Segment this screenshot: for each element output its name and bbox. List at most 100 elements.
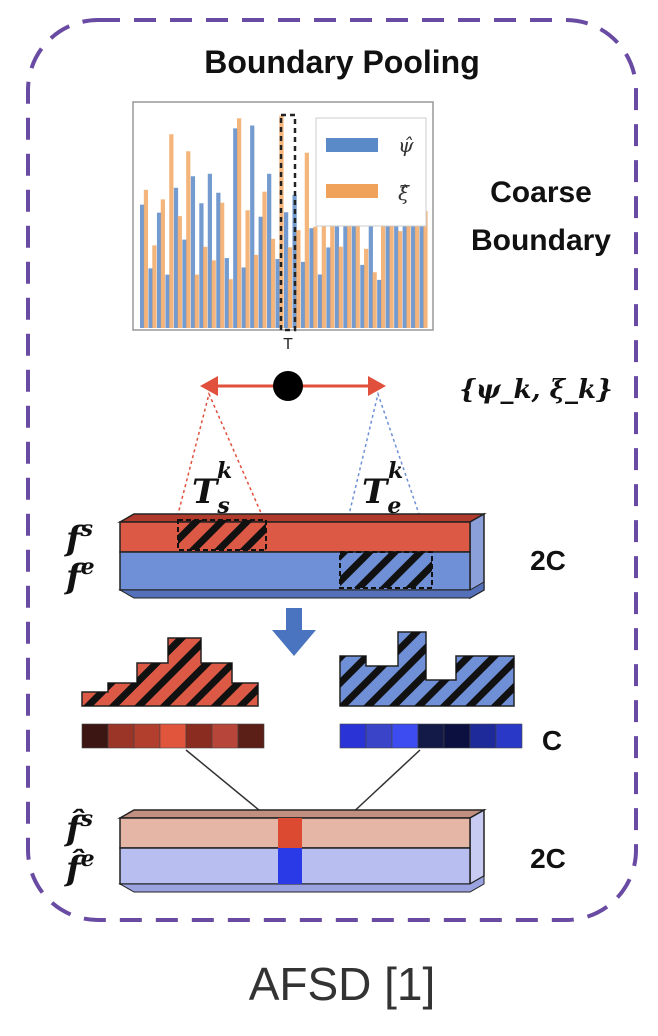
pooled-cell	[237, 723, 265, 749]
xi-bar	[143, 189, 149, 328]
xi-bar	[389, 174, 394, 328]
legend-box	[315, 117, 427, 227]
psi-bar	[233, 128, 238, 328]
chart-legend: ψ̂ ξ̂	[315, 117, 427, 227]
psi-bar	[411, 213, 416, 328]
psi-bar	[360, 264, 365, 328]
psi-bar	[402, 213, 407, 328]
psi-bar	[300, 261, 306, 328]
xi-bar	[355, 173, 360, 328]
feature-top-face	[117, 513, 487, 523]
coarse-label-line1: Coarse	[490, 176, 592, 209]
xi-bar	[262, 191, 267, 328]
start-pooled-histogram	[81, 637, 259, 707]
pooled-cell	[443, 723, 471, 749]
xi-bar	[211, 260, 216, 328]
psi-bar	[140, 204, 145, 328]
end-projection-lines	[339, 391, 433, 553]
pooled-cell	[81, 723, 109, 749]
coarse-boundary-chart: ψ̂ ξ̂ T	[132, 101, 434, 353]
xi-bar	[338, 246, 343, 328]
psi-bar	[292, 195, 297, 328]
psi-bar	[199, 203, 204, 328]
output-top-face	[117, 809, 487, 819]
xi-bar	[245, 210, 250, 328]
xi-bar	[347, 217, 352, 328]
anchor-dot	[273, 371, 303, 401]
start-pooled-strip	[81, 723, 265, 749]
psi-bar	[368, 211, 373, 328]
xi-bar	[313, 226, 318, 328]
xi-bar	[203, 246, 208, 328]
psi-bar	[224, 258, 229, 328]
xi-bar	[228, 279, 233, 328]
pooled-cell	[339, 723, 367, 749]
xi-bar	[177, 216, 182, 328]
pooled-cell	[133, 723, 161, 749]
xi-bar	[364, 248, 369, 328]
end-pooled-histogram	[339, 631, 515, 707]
psi-bar	[309, 228, 314, 328]
pooled-cell	[495, 723, 523, 749]
pooled-cell	[159, 723, 187, 749]
chart-bars	[140, 115, 428, 329]
arrow-right-head	[368, 376, 386, 396]
te-label: Te	[362, 472, 401, 519]
psi-bar	[182, 239, 187, 328]
xi-bar	[406, 201, 411, 328]
fe-hat-label: f̂e	[64, 846, 95, 889]
fused-end-cell	[278, 848, 302, 884]
xi-bar	[423, 211, 428, 328]
xi-bar	[380, 215, 386, 328]
feature-bottom-face	[118, 581, 485, 599]
te-sup: k	[388, 458, 403, 484]
anchor-tick-label: T	[283, 336, 293, 353]
xi-bar	[236, 118, 242, 328]
psi-bar	[241, 267, 246, 328]
xi-bar	[160, 199, 165, 328]
ts-sup: k	[217, 458, 232, 484]
psi-bar	[284, 212, 289, 328]
psi-bar	[207, 173, 212, 328]
arrow-left-head	[200, 376, 218, 396]
psi-bar	[190, 176, 196, 328]
fe-label: fe	[64, 554, 95, 597]
xi-bar	[186, 151, 191, 328]
xi-bar	[287, 247, 293, 328]
figure-caption: AFSD [1]	[249, 958, 436, 1010]
psi-bar	[173, 187, 179, 328]
xi-bar	[194, 274, 199, 328]
psi-bar	[267, 173, 272, 328]
pooled-cell	[391, 723, 419, 749]
psi-bar	[351, 158, 356, 328]
psi-bar	[343, 185, 348, 328]
diagram-title: Boundary Pooling	[204, 44, 480, 80]
coarse-label-line2: Boundary	[471, 224, 611, 257]
psi-bar	[258, 216, 263, 328]
output-side-face	[469, 808, 485, 886]
psi-bar	[216, 192, 221, 328]
psi-bar	[275, 259, 280, 328]
end-pooled-strip	[339, 723, 523, 749]
pooled-cell	[417, 723, 445, 749]
psi-bar	[334, 207, 340, 328]
psi-bar	[317, 274, 323, 328]
psi-bar	[326, 247, 331, 328]
channel-mid-label: C	[542, 725, 562, 756]
psi-bar	[377, 279, 382, 328]
legend-xi-label: ξ̂	[398, 181, 410, 205]
down-arrow	[272, 608, 316, 656]
pooled-cell	[469, 723, 497, 749]
fs-layer	[119, 521, 471, 553]
fs-hat-label: f̂s	[64, 806, 93, 849]
te-hatched-region	[339, 551, 433, 589]
xi-bar	[152, 245, 157, 328]
channel-bottom-label: 2C	[530, 843, 566, 874]
pooled-cell	[185, 723, 213, 749]
ts-hatched-region	[177, 519, 267, 551]
psi-bar	[250, 125, 255, 328]
legend-xi-swatch	[326, 184, 378, 198]
psi-bar	[394, 125, 399, 328]
start-projection-lines	[175, 391, 266, 523]
